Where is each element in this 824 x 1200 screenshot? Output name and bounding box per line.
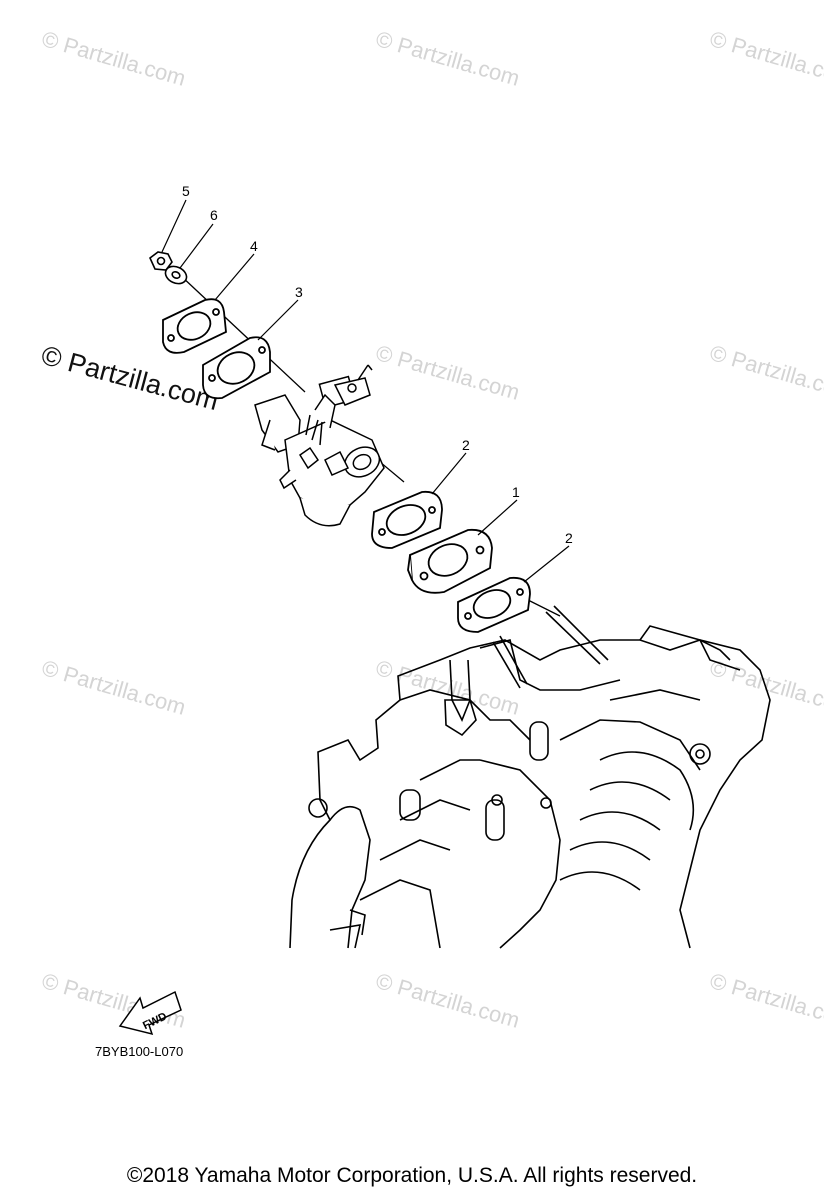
part-4-insulator [162, 298, 227, 354]
callout-4: 4 [250, 238, 258, 254]
callout-leaders [161, 199, 570, 583]
copyright-footer: ©2018 Yamaha Motor Corporation, U.S.A. A… [126, 1164, 698, 1187]
part-3-gasket [202, 336, 271, 400]
callout-2-upper: 2 [462, 437, 470, 453]
carburetor-assembly [254, 364, 385, 527]
diagram-reference-code: 7BYB100-L070 [95, 1044, 184, 1059]
engine-crankcase [289, 605, 771, 949]
part-6-washer [164, 265, 188, 285]
part-5-nut [149, 251, 173, 271]
callout-2-lower: 2 [565, 530, 573, 546]
part-2-gasket-upper [371, 490, 443, 549]
callout-6: 6 [210, 207, 218, 223]
callout-1: 1 [512, 484, 520, 500]
part-2-gasket-lower [457, 576, 531, 633]
fwd-arrow-icon: FWD [118, 990, 182, 1036]
part-1-spacer [407, 528, 493, 594]
callout-3: 3 [295, 284, 303, 300]
callout-5: 5 [182, 183, 190, 199]
